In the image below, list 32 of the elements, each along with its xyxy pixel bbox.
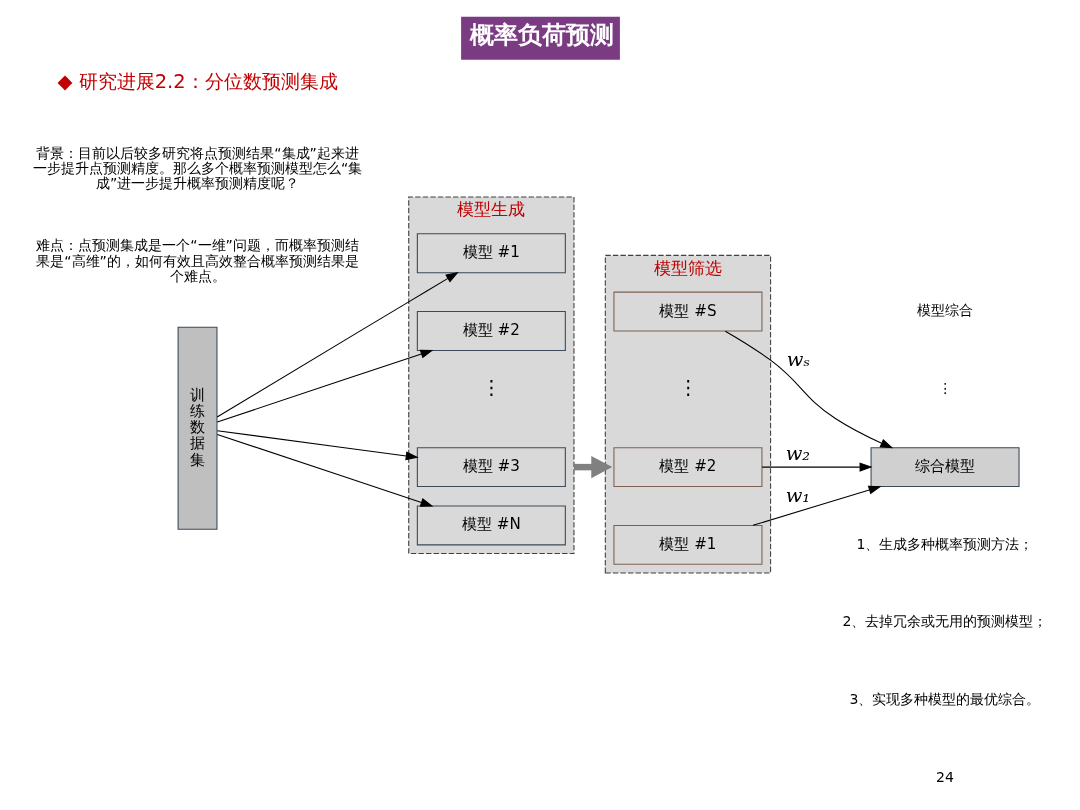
label: 难点：点预测集成是一个“一维”问题，而概率预测结果是“高维”的，如何有效且高效整合概率预测结果是个难点。 xyxy=(35,237,359,284)
diagram-title: 概率负荷预测 xyxy=(469,21,614,50)
label: ⋮ xyxy=(937,380,952,397)
arrow xyxy=(216,272,459,418)
label: ◆ 研究进展2.2：分位数预测集成 xyxy=(57,70,338,94)
label: 模型综合 xyxy=(916,302,973,319)
arrow xyxy=(752,485,881,526)
node-box: 模型 #1 xyxy=(612,524,762,565)
arrow xyxy=(573,456,612,479)
node-box: 模型 #2 xyxy=(416,311,566,351)
node-box: 综合模型 xyxy=(870,447,1020,488)
node-box: 模型 #2 xyxy=(612,447,762,488)
arrow xyxy=(216,430,419,461)
label: ⋮ xyxy=(677,376,698,400)
node-box: 模型 #N xyxy=(416,505,566,546)
edge-label: wₛ xyxy=(786,348,810,371)
edge-label: w₂ xyxy=(785,441,810,465)
node-box: 模型 #3 xyxy=(416,447,566,488)
edge-label: w₁ xyxy=(785,484,810,508)
arrow xyxy=(216,433,433,507)
label: 3、实现多种模型的最优综合。 xyxy=(849,691,1041,708)
node-box: 模型 #1 xyxy=(416,233,566,274)
label: 24 xyxy=(935,768,954,785)
label: 背景：目前以后较多研究将点预测结果“集成”起来进一步提升点预测精度。那么多个概率预测模型怎么“集成”进一步提升概率预测精度呢？ xyxy=(32,144,362,191)
label: ⋮ xyxy=(481,376,501,400)
label: 1、生成多种概率预测方法； xyxy=(856,535,1034,552)
label: 2、去掉冗余或无用的预测模型； xyxy=(842,613,1048,630)
node-box: 模型 #S xyxy=(612,291,762,332)
node-box: 训练数据集 xyxy=(177,326,217,530)
arrow xyxy=(724,330,893,449)
arrow xyxy=(216,349,433,423)
arrow xyxy=(761,462,873,472)
